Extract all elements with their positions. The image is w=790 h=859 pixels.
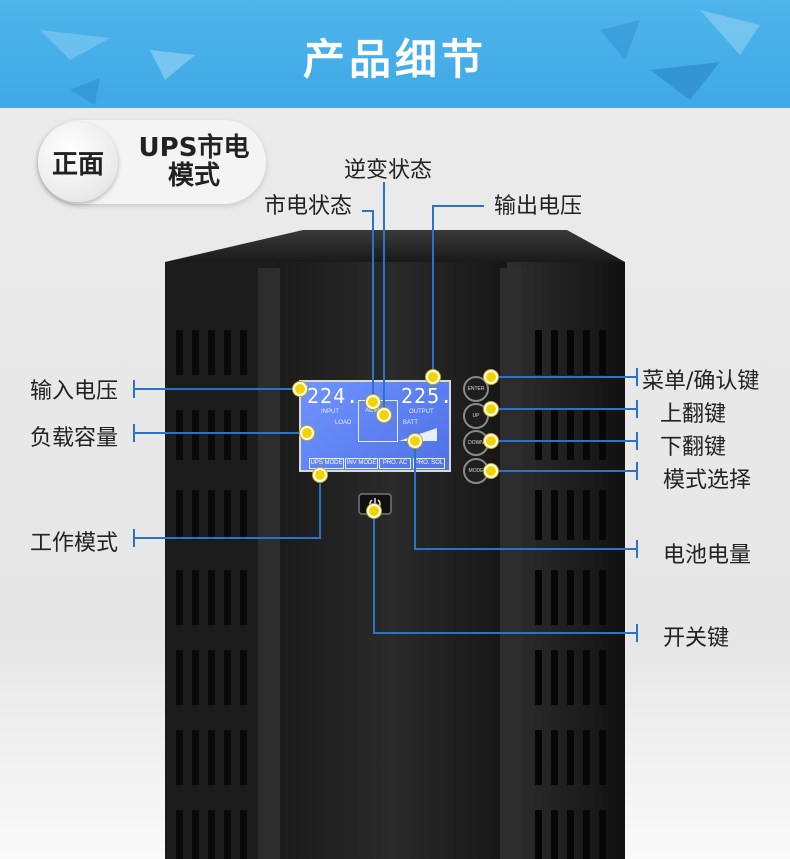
decorative-shards <box>40 10 760 105</box>
lcd-output-value: 225. <box>401 384 454 408</box>
load-capacity-dot <box>300 426 314 440</box>
input-voltage-dot <box>293 382 307 396</box>
output-voltage-dot <box>426 370 440 384</box>
mode-badge: 正面 UPS市电 模式 <box>38 120 266 210</box>
badge-circle: 正面 <box>38 122 118 202</box>
label-page-up: 上翻键 <box>660 402 727 427</box>
lcd-center-label: ACW <box>365 408 379 414</box>
label-menu-confirm: 菜单/确认键 <box>642 369 760 394</box>
label-work-mode: 工作模式 <box>30 531 119 556</box>
label-output-voltage: 输出电压 <box>494 194 583 219</box>
badge-mode-text: UPS市电 模式 <box>126 134 262 190</box>
lcd-mode-pro-ac: PRO. AC <box>379 458 411 469</box>
lcd-input-label: INPUT <box>321 409 339 415</box>
battery-level-dot <box>408 434 422 448</box>
label-mains-state: 市电状态 <box>264 194 353 219</box>
inverter-state-dot <box>377 408 391 422</box>
label-inverter-state: 逆变状态 <box>344 158 433 183</box>
page-title: 产品细节 <box>302 35 487 84</box>
header-banner: 产品细节 <box>0 0 790 108</box>
mode-dot <box>484 464 498 478</box>
lcd-screen: 224. INPUT 225. OUTPUT ACW LOAD BATT UPS… <box>299 380 454 472</box>
up-dot <box>484 402 498 416</box>
mains-state-dot <box>366 395 380 409</box>
lcd-output-label: OUTPUT <box>409 409 434 415</box>
badge-mode-line2: 模式 <box>167 161 220 191</box>
label-mode-select: 模式选择 <box>663 468 752 493</box>
badge-mode-line1: UPS市电 <box>138 133 250 163</box>
lcd-batt-label: BATT <box>403 420 418 426</box>
label-input-voltage: 输入电压 <box>30 379 119 404</box>
power-dot <box>367 504 381 518</box>
lcd-input-value: 224. <box>307 384 360 408</box>
lcd-mode-pro-sol: PRO. SOL <box>413 458 445 469</box>
label-page-down: 下翻键 <box>660 435 727 460</box>
down-dot <box>484 434 498 448</box>
lcd-load-label: LOAD <box>335 420 352 426</box>
lcd-mode-inv: INV MODE <box>345 458 378 469</box>
enter-dot <box>484 370 498 384</box>
label-load-capacity: 负载容量 <box>30 426 119 451</box>
lcd-mode-ups: UPS MODE <box>309 458 344 469</box>
label-battery-level: 电池电量 <box>663 543 752 568</box>
work-mode-dot <box>313 468 327 482</box>
label-power-key: 开关键 <box>663 626 730 651</box>
